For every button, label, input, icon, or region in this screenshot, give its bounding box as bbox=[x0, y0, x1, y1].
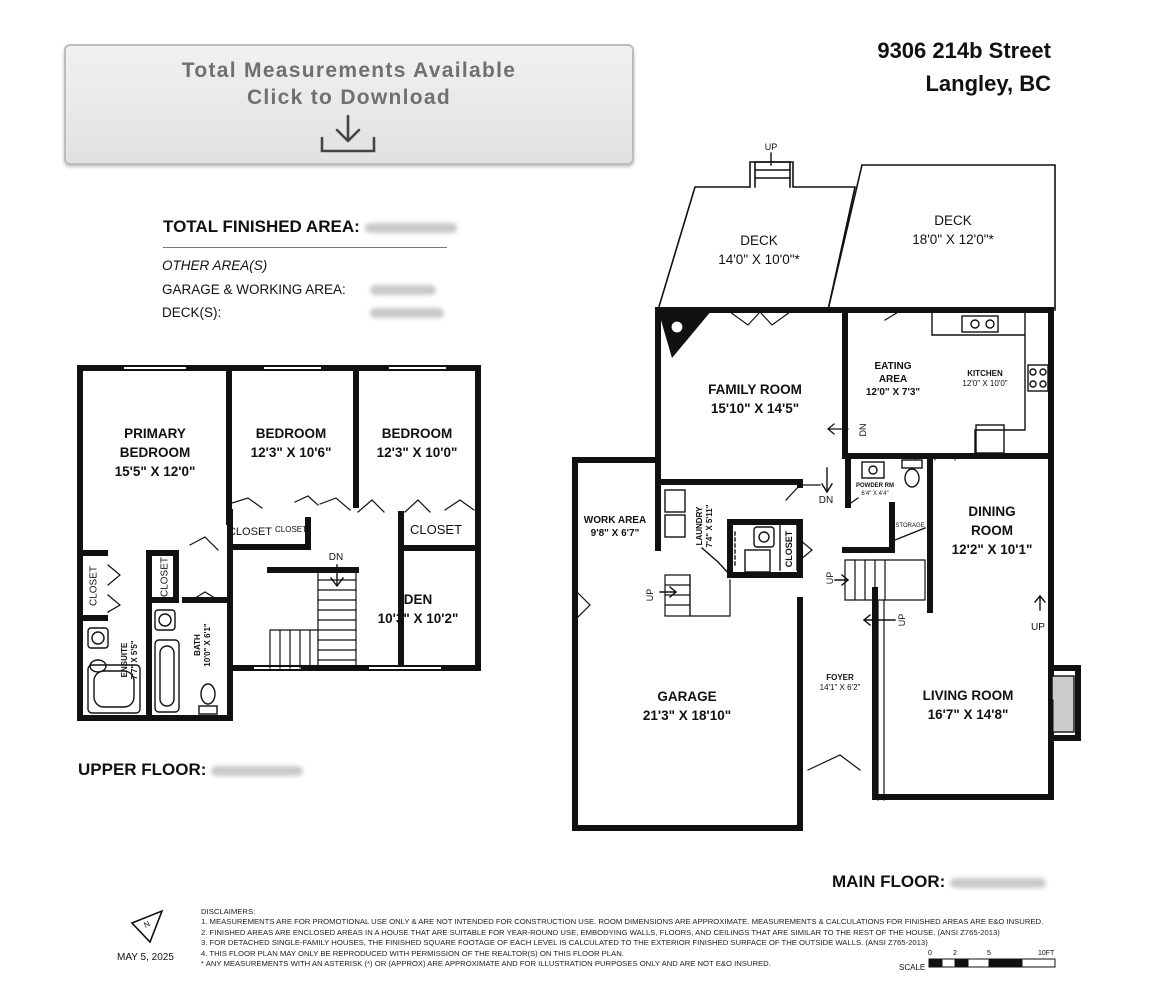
scale-tick-10: 10FT bbox=[1038, 950, 1055, 957]
deck-stair-up: UP bbox=[764, 142, 778, 152]
main-floor-walls bbox=[572, 307, 1081, 831]
banner-line2: Click to Download bbox=[246, 86, 452, 109]
main-closet: CLOSET bbox=[784, 530, 794, 568]
main-dn-label: DN bbox=[818, 495, 834, 506]
banner-line1: Total Measurements Available bbox=[181, 59, 517, 82]
deck-area-label: DECK(S): bbox=[162, 305, 222, 320]
redacted-value bbox=[211, 765, 304, 776]
family-dn-label: DN bbox=[858, 423, 868, 437]
closet-4: CLOSET bbox=[88, 565, 100, 607]
download-icon bbox=[320, 114, 376, 153]
scale-label: SCALE bbox=[899, 963, 926, 972]
foyer-up-label: UP bbox=[825, 571, 835, 585]
closet-1: CLOSET bbox=[227, 526, 273, 538]
garage-up-label: UP bbox=[645, 588, 655, 602]
download-measurements-button[interactable]: Total Measurements Available Click to Do… bbox=[64, 44, 634, 165]
scale-bar bbox=[928, 958, 1056, 968]
room-storage: STORAGE bbox=[895, 523, 925, 529]
upper-floor-label: UPPER FLOOR: bbox=[78, 760, 304, 780]
redacted-value bbox=[370, 285, 436, 295]
stair-dn-upper: DN bbox=[328, 552, 344, 563]
redacted-value bbox=[950, 877, 1047, 888]
scale-tick-0: 0 bbox=[928, 950, 932, 957]
closet-2: CLOSET bbox=[274, 525, 308, 534]
garage-area-label: GARAGE & WORKING AREA: bbox=[162, 282, 346, 297]
divider bbox=[163, 247, 447, 248]
address-line2: Langley, BC bbox=[925, 71, 1051, 96]
north-arrow-icon bbox=[130, 909, 164, 944]
living-up-label-2: UP bbox=[1031, 622, 1045, 633]
upper-floor-walls bbox=[77, 365, 481, 721]
living-up-label-1: UP bbox=[897, 613, 907, 627]
closet-3: CLOSET bbox=[409, 522, 463, 537]
redacted-value bbox=[364, 222, 457, 233]
closet-5: CLOSET bbox=[159, 556, 171, 598]
redacted-value bbox=[370, 308, 444, 318]
scale-tick-5: 5 bbox=[987, 950, 991, 957]
main-floor-label: MAIN FLOOR: bbox=[832, 872, 1047, 892]
scale-tick-2: 2 bbox=[953, 950, 957, 957]
other-areas-label: OTHER AREA(S) bbox=[162, 258, 268, 273]
plan-date: MAY 5, 2025 bbox=[117, 952, 174, 963]
total-finished-area-label: TOTAL FINISHED AREA: bbox=[163, 217, 457, 237]
address-line1: 9306 214b Street bbox=[877, 38, 1051, 63]
disclaimers: DISCLAIMERS: 1. MEASUREMENTS ARE FOR PRO… bbox=[201, 907, 1044, 969]
